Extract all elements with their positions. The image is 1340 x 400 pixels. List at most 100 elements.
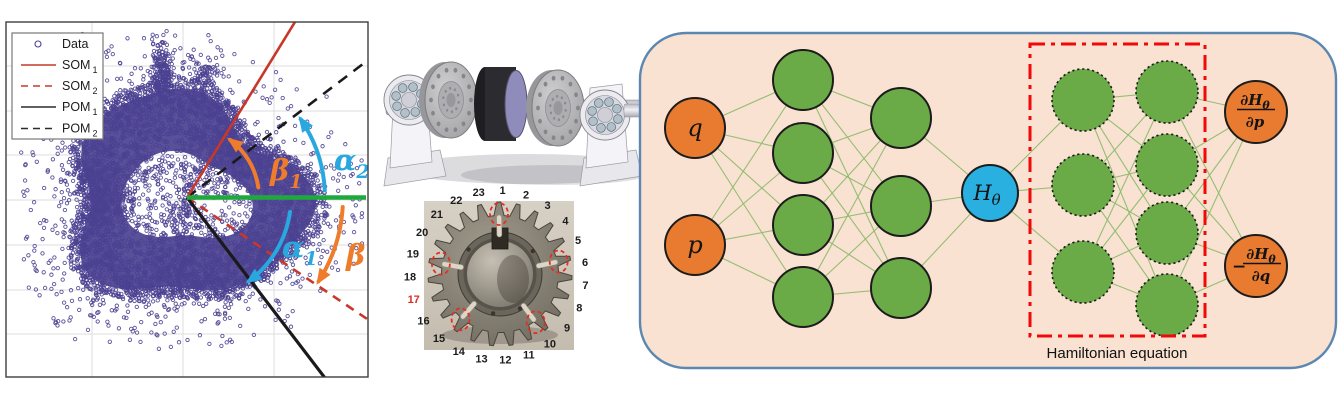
data-point [131,292,137,297]
data-point [228,144,233,150]
data-point [241,166,246,171]
data-point [279,206,285,212]
data-point [176,86,182,91]
data-point [203,113,208,119]
data-point [202,252,207,257]
data-point [170,284,176,290]
data-point [285,202,291,207]
data-point [210,294,216,299]
data-point [182,141,188,146]
data-point [135,277,140,282]
data-point [269,264,274,270]
data-point [254,210,259,215]
data-point [185,87,190,92]
data-point [102,166,108,171]
data-point [204,139,209,145]
data-point [101,214,106,219]
data-point [129,178,134,183]
data-point [107,237,113,243]
data-point [147,183,152,188]
data-point [229,269,234,274]
data-point [258,200,263,205]
data-point [315,186,320,191]
data-point [145,234,150,240]
data-point [195,116,200,122]
data-point [266,189,271,194]
data-point [88,225,93,230]
data-point [199,118,204,124]
data-point [160,166,166,172]
data-point [281,163,286,169]
data-point [133,158,138,164]
data-point [108,202,113,207]
data-point [118,243,123,248]
data-point [143,240,148,246]
data-point [188,244,193,249]
data-point [177,232,182,237]
data-point [221,152,226,158]
data-point [73,152,78,157]
data-point [258,205,264,211]
data-point [137,165,142,170]
data-point [96,185,101,191]
data-point [148,279,153,284]
data-point [161,131,166,136]
data-point [125,124,130,130]
data-point [138,112,143,118]
data-point [109,145,114,150]
data-point [108,166,113,171]
data-point [193,111,198,116]
data-point [249,247,254,252]
data-point [76,149,81,154]
data-point [202,177,207,183]
data-point [251,222,257,228]
data-point [122,144,127,149]
data-point [294,209,299,214]
data-point [83,150,89,156]
data-point [116,111,122,116]
data-point [83,197,88,202]
data-point [274,258,279,263]
data-point [109,153,115,158]
data-point [166,118,171,124]
data-point [103,176,109,181]
data-point [154,271,159,277]
data-point [315,178,320,183]
data-point [209,98,214,103]
data-point [182,255,187,260]
data-point [284,190,289,195]
data-point [243,248,248,254]
data-point [256,215,261,220]
data-point [205,114,210,119]
data-point [249,257,254,263]
data-point [110,288,116,293]
data-point [224,269,229,274]
data-point [92,226,97,231]
data-point [139,117,144,122]
data-point [142,93,148,98]
data-point [135,186,140,191]
data-point [235,180,241,185]
data-point [96,259,102,265]
data-point [148,139,154,144]
data-point [111,164,116,169]
data-point [78,140,84,145]
data-point [106,141,111,146]
data-point [156,279,161,284]
data-point [87,193,92,198]
data-point [89,209,95,214]
data-point [166,271,171,277]
data-point [125,95,131,100]
data-point [125,151,130,156]
data-point [177,113,183,118]
data-point [248,207,253,212]
data-point [109,251,115,256]
data-point [127,167,132,173]
data-point [259,176,265,181]
data-point [112,232,118,238]
data-point [316,186,322,191]
data-point [155,128,160,133]
data-point [77,229,82,234]
data-point [92,271,97,276]
